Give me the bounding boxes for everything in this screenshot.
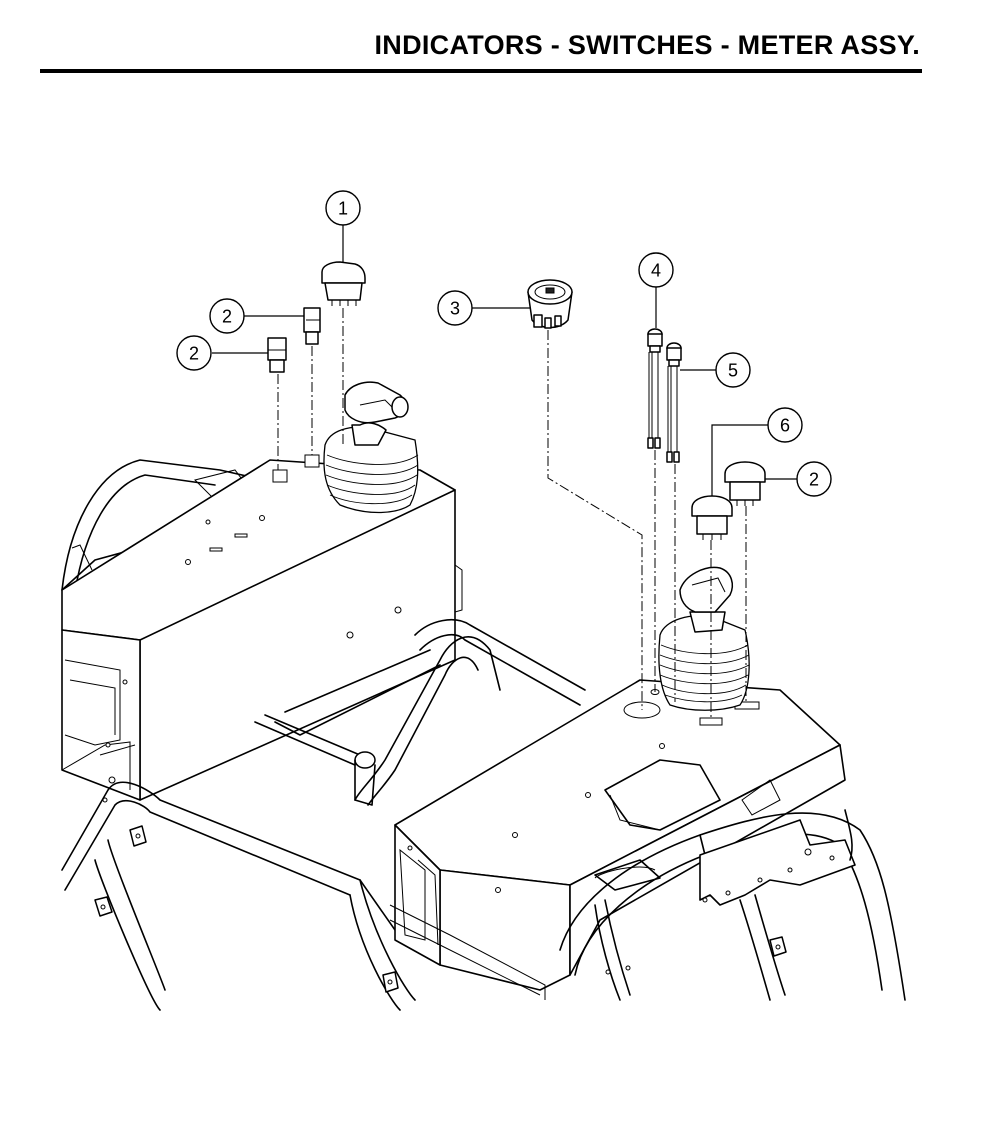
right-joystick <box>658 566 750 711</box>
callout-2c: 2 <box>796 461 832 497</box>
svg-text:3: 3 <box>450 299 460 319</box>
svg-text:2: 2 <box>222 307 232 327</box>
hour-meter-part-3 <box>527 279 573 329</box>
indicator-part-2b <box>267 337 287 373</box>
svg-text:6: 6 <box>780 416 790 436</box>
svg-text:2: 2 <box>809 470 819 490</box>
callout-2a: 2 <box>209 298 245 334</box>
svg-text:5: 5 <box>728 361 738 381</box>
indicator-lamp-part-5 <box>666 342 682 463</box>
svg-text:1: 1 <box>338 199 348 219</box>
indicator-part-2a <box>303 307 321 345</box>
callout-4: 4 <box>638 252 674 288</box>
center-frame <box>61 619 586 1011</box>
callout-1: 1 <box>325 190 361 226</box>
rocker-switch-part-1 <box>321 261 366 306</box>
svg-text:2: 2 <box>189 344 199 364</box>
callout-6: 6 <box>767 407 803 443</box>
callout-leaders <box>212 225 797 496</box>
right-rear-frame <box>559 779 906 1001</box>
svg-text:4: 4 <box>651 261 661 281</box>
title-rule <box>40 69 922 73</box>
page-title: INDICATORS - SWITCHES - METER ASSY. <box>374 30 920 60</box>
callout-3: 3 <box>437 290 473 326</box>
left-joystick <box>323 381 419 514</box>
callout-2b: 2 <box>176 335 212 371</box>
switch-part-2c <box>724 461 766 506</box>
exploded-view-dash-lines <box>277 308 747 718</box>
callout-5: 5 <box>715 352 751 388</box>
switch-part-6 <box>691 495 733 540</box>
indicator-lamp-part-4 <box>647 328 663 449</box>
